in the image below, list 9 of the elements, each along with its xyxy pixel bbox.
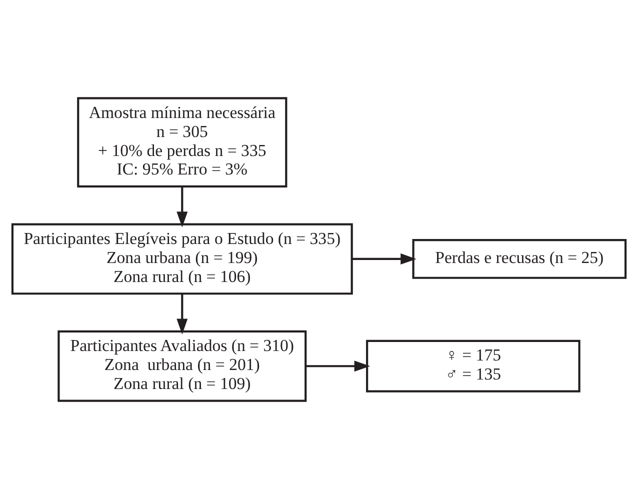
node-box: ♀ = 175 ♂ = 135 [366,340,580,392]
arrow [352,253,416,264]
arrow [176,186,188,228]
arrow [306,360,370,372]
arrow [176,294,188,334]
node-box: Participantes Elegíveis para o Estudo (n = 335) Zona urbana (n = 199) Zona rural (n = 106) [11,223,353,295]
node-box: Perdas e recusas (n = 25) [412,239,627,279]
node-box: Participantes Avaliados (n = 310) Zona urbana (n = 201) Zona rural (n = 109) [58,330,307,402]
node-box: Amostra mínima necessária n = 305 + 10% de perdas n = 335 IC: 95% Erro = 3% [77,97,288,188]
